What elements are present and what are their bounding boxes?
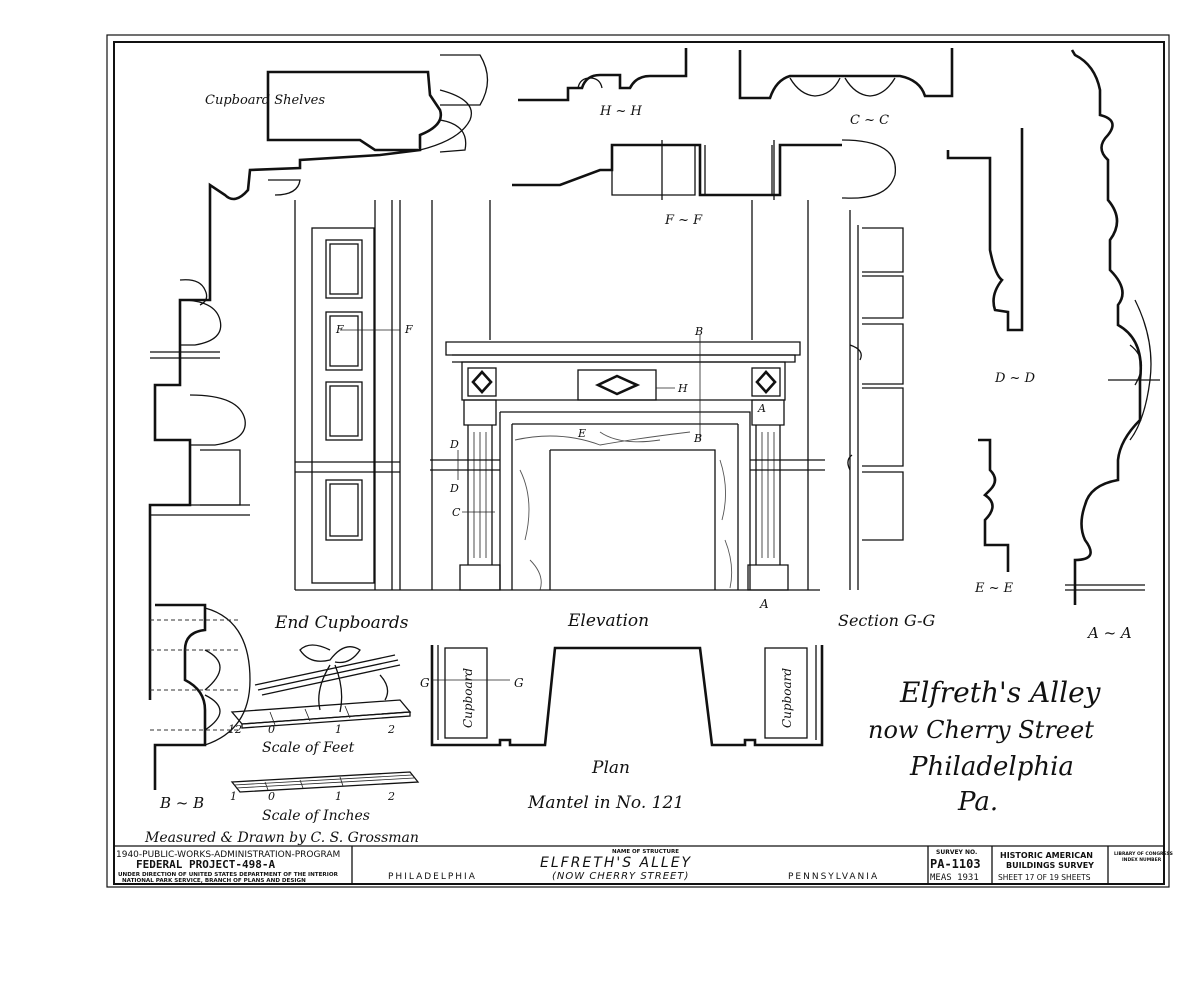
feet-tick-2: 1: [335, 723, 342, 736]
program-line-4: NATIONAL PARK SERVICE, BRANCH OF PLANS A…: [122, 878, 306, 884]
ee-profile: E ~ E: [974, 438, 1014, 596]
mark-a-bottom: A: [759, 597, 769, 611]
sheet-text: SHEET 17 OF 19 SHEETS: [998, 873, 1091, 882]
feet-tick-1: 0: [268, 723, 275, 736]
mantel-elevation: B B H A E D D C A Elevation: [420, 200, 851, 631]
loc-line-1: LIBRARY OF CONGRESS: [1114, 851, 1173, 857]
inch-tick-2: 1: [335, 790, 342, 803]
bb-label: B ~ B: [159, 794, 204, 812]
habs-line-1: HISTORIC AMERICAN: [1000, 851, 1093, 860]
inch-tick-0: 1: [230, 790, 237, 803]
survey-no: PA-1103: [930, 857, 981, 871]
plan-label: Plan: [591, 758, 630, 778]
aa-label: A ~ A: [1086, 624, 1132, 642]
scale-inches-label: Scale of Inches: [262, 808, 370, 824]
location-block: Elfreth's Alley now Cherry Street Philad…: [868, 676, 1102, 817]
location-line-4: Pa.: [957, 787, 998, 817]
city: PHILADELPHIA: [388, 872, 477, 882]
plan-cupboard-right: Cupboard: [780, 668, 794, 728]
mark-e: E: [577, 427, 586, 440]
outer-border: [106, 34, 1170, 888]
inch-tick-1: 0: [268, 790, 275, 803]
habs-line-2: BUILDINGS SURVEY: [1006, 861, 1094, 870]
mark-d-top: D: [449, 438, 459, 451]
mark-h: H: [677, 382, 688, 395]
aa-profile: A ~ A: [1065, 49, 1160, 642]
survey-no-label: SURVEY NO.: [936, 849, 977, 856]
location-line-1: Elfreth's Alley: [899, 676, 1102, 709]
end-cupboards-label: End Cupboards: [274, 613, 409, 633]
cc-profile: C ~ C: [738, 48, 954, 128]
structure-sub: (NOW CHERRY STREET): [552, 871, 689, 882]
measured-by: Measured & Drawn by C. S. Grossman: [144, 830, 419, 846]
dd-profile: D ~ D: [946, 128, 1036, 386]
loc-line-2: INDEX NUMBER: [1122, 857, 1162, 863]
mark-b-bottom: B: [693, 432, 702, 445]
name-of-structure-label: NAME OF STRUCTURE: [612, 849, 679, 855]
mark-g-left: G: [420, 676, 430, 690]
plan-cupboard-left: Cupboard: [461, 668, 475, 728]
structure-name: ELFRETH'S ALLEY: [540, 855, 692, 871]
mark-d-bottom: D: [449, 482, 459, 495]
mark-f-left: F: [335, 323, 344, 336]
section-gg-label: Section G-G: [838, 611, 935, 630]
program-line-3: UNDER DIRECTION OF UNITED STATES DEPARTM…: [118, 872, 339, 878]
mark-b-top: B: [694, 325, 703, 338]
end-cupboards-elevation: F F End Cupboards: [274, 200, 420, 633]
program-line-2: FEDERAL PROJECT-498-A: [136, 858, 275, 871]
scale-of-inches: 1 0 1 2 Scale of Inches: [230, 771, 420, 824]
cupboard-shelves-label: Cupboard Shelves: [205, 93, 325, 108]
cc-label: C ~ C: [850, 113, 889, 128]
mark-g-right: G: [514, 676, 524, 690]
mark-c: C: [452, 506, 461, 519]
location-line-2: now Cherry Street: [868, 716, 1094, 744]
title-block: 1940-PUBLIC-WORKS-ADMINISTRATION-PROGRAM…: [114, 845, 1173, 884]
ff-label: F ~ F: [664, 213, 703, 228]
inch-tick-3: 2: [387, 790, 395, 803]
inner-border: [113, 41, 1165, 885]
program-line-1: 1940-PUBLIC-WORKS-ADMINISTRATION-PROGRAM: [116, 850, 340, 860]
dd-label: D ~ D: [994, 371, 1036, 386]
mantel-title: Mantel in No. 121: [527, 793, 684, 813]
cupboard-shelves-profile: Cupboard Shelves: [148, 54, 489, 700]
meas: MEAS 1931: [930, 873, 979, 883]
ribbon-ornament: [254, 644, 401, 713]
section-gg: Section G-G: [838, 225, 935, 630]
mantel-plan: G G Cupboard Cupboard Plan Mantel in No.…: [420, 645, 824, 813]
scale-feet-label: Scale of Feet: [262, 740, 355, 756]
ee-label: E ~ E: [974, 581, 1014, 596]
ff-section: F ~ F: [512, 139, 897, 228]
mark-a-top: A: [757, 402, 766, 415]
hh-profile: H ~ H: [518, 48, 688, 119]
feet-tick-0: 12: [228, 723, 242, 736]
bb-profile: B ~ B: [150, 603, 251, 812]
state: PENNSYLVANIA: [788, 872, 879, 882]
location-line-3: Philadelphia: [909, 752, 1074, 782]
elevation-label: Elevation: [567, 611, 649, 631]
hh-label: H ~ H: [599, 104, 642, 119]
mark-f-right: F: [404, 323, 413, 336]
feet-tick-3: 2: [387, 723, 395, 736]
inch-ticks: 1 0 1 2: [230, 790, 395, 803]
